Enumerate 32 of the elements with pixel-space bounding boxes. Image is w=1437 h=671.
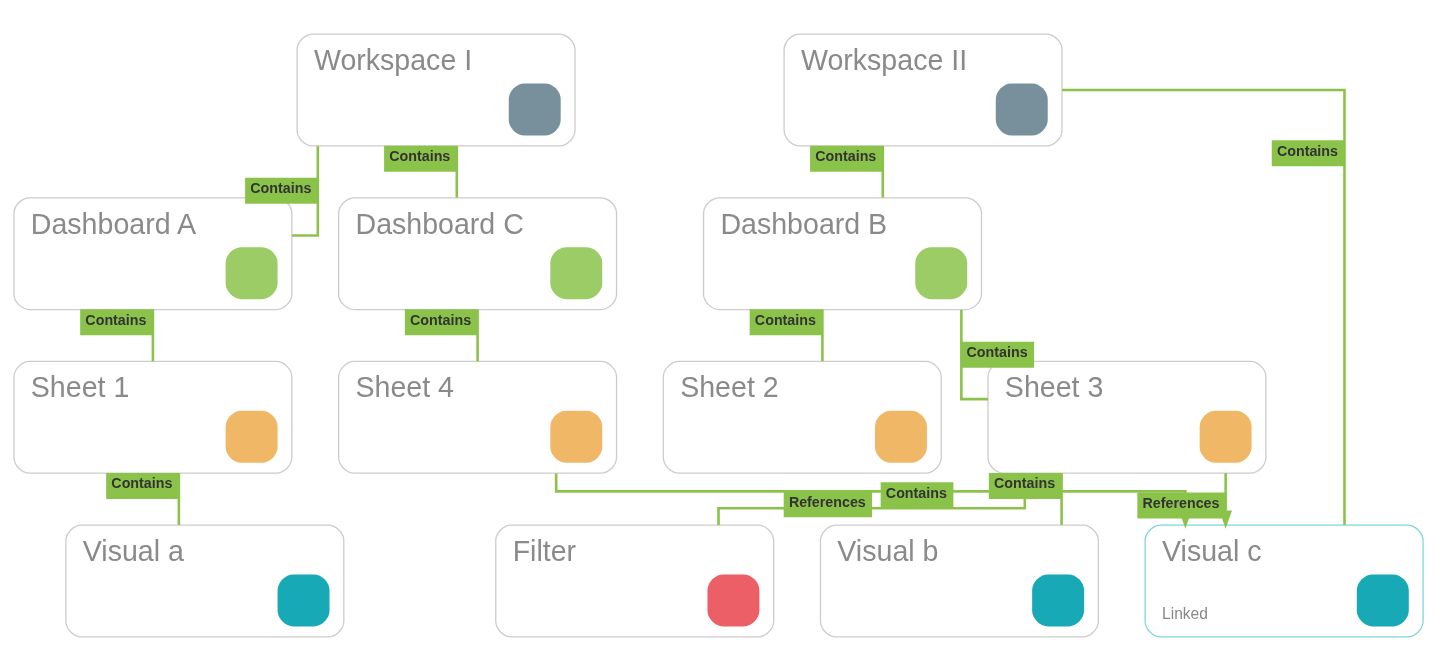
edge-label: Contains xyxy=(885,484,947,501)
node-box: Sheet 1 xyxy=(13,360,293,474)
edge-label: References xyxy=(788,493,866,510)
edge-label: Contains xyxy=(966,344,1028,361)
edge-label: Contains xyxy=(111,475,173,492)
edge-label: Contains xyxy=(85,311,147,328)
node-box: Sheet 4 xyxy=(337,360,618,474)
edge-label: Contains xyxy=(389,148,451,165)
connector xyxy=(960,309,988,401)
node-box: Workspace I xyxy=(296,33,576,147)
connector xyxy=(455,145,459,198)
node-box: Sheet 2 xyxy=(662,360,942,474)
node-box: Workspace II xyxy=(783,33,1063,147)
node-box: Sheet 3 xyxy=(987,360,1267,474)
edge-label: Contains xyxy=(754,311,816,328)
connector xyxy=(151,309,155,362)
edge-label: Contains xyxy=(250,180,312,197)
connector xyxy=(292,146,320,237)
node-box: Visual b xyxy=(819,524,1100,638)
node-box: Dashboard C xyxy=(337,197,618,311)
node-box: Visual c Linked xyxy=(1144,524,1424,638)
node-box: Filter xyxy=(495,524,775,638)
edge-label: References xyxy=(1142,494,1220,511)
node-box: Dashboard A xyxy=(13,197,293,311)
edge-label: Contains xyxy=(815,148,877,165)
edge-label: Contains xyxy=(994,475,1056,492)
connector xyxy=(881,145,885,198)
node-box: Visual a xyxy=(65,524,345,638)
edge-label: Contains xyxy=(410,311,472,328)
connector xyxy=(177,473,181,525)
node-box: Dashboard B xyxy=(702,197,983,311)
edge-label: Contains xyxy=(1276,142,1338,159)
